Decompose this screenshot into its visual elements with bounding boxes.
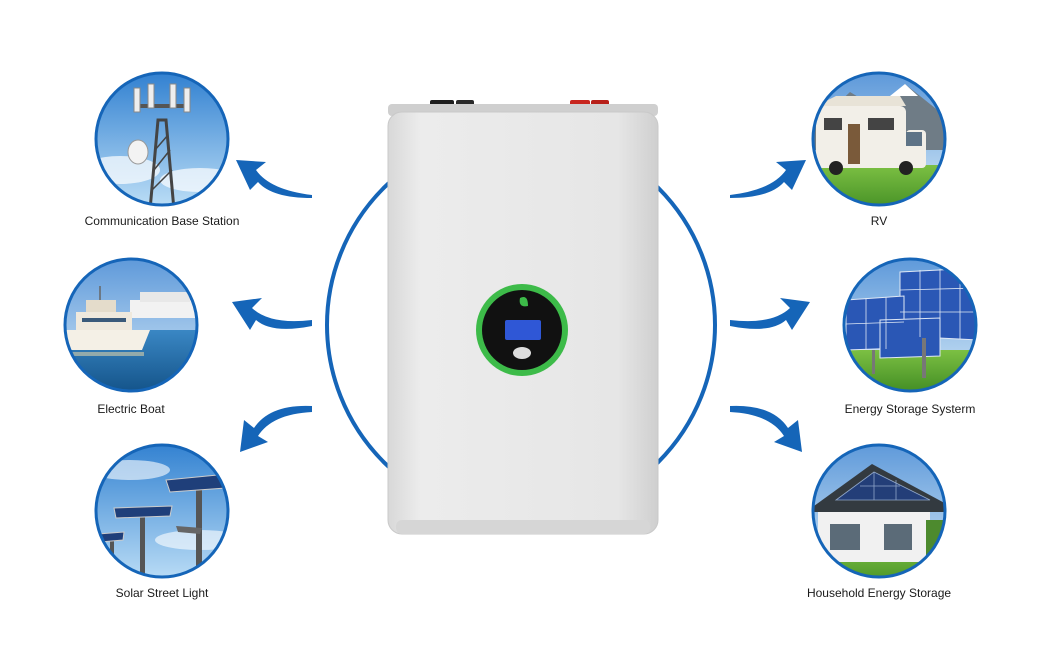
label-household-energy-storage: Household Energy Storage bbox=[806, 586, 952, 600]
label-energy-storage-system: Energy Storage Systerm bbox=[844, 402, 976, 416]
label-communication-base-station: Communication Base Station bbox=[84, 214, 240, 228]
power-button bbox=[513, 347, 531, 359]
battery-unit bbox=[387, 100, 659, 535]
boat-icon bbox=[63, 257, 199, 393]
street-light-icon bbox=[94, 443, 230, 579]
rv-icon bbox=[811, 71, 947, 207]
solar-panel-icon bbox=[842, 257, 978, 393]
arrow-to-boat bbox=[232, 298, 312, 330]
arrow-to-tower bbox=[236, 160, 312, 198]
leaf-icon bbox=[519, 297, 528, 307]
house-solar-icon bbox=[811, 443, 947, 579]
arrow-to-rv bbox=[730, 160, 806, 198]
arrows bbox=[232, 160, 810, 452]
label-rv: RV bbox=[870, 214, 888, 228]
display-screen bbox=[505, 320, 541, 340]
arrow-to-ess bbox=[730, 298, 810, 330]
arrow-to-house bbox=[730, 405, 802, 452]
cell-tower-icon bbox=[94, 71, 230, 207]
label-electric-boat: Electric Boat bbox=[97, 402, 165, 416]
arrow-to-light bbox=[240, 405, 312, 452]
label-solar-street-light: Solar Street Light bbox=[115, 586, 209, 600]
